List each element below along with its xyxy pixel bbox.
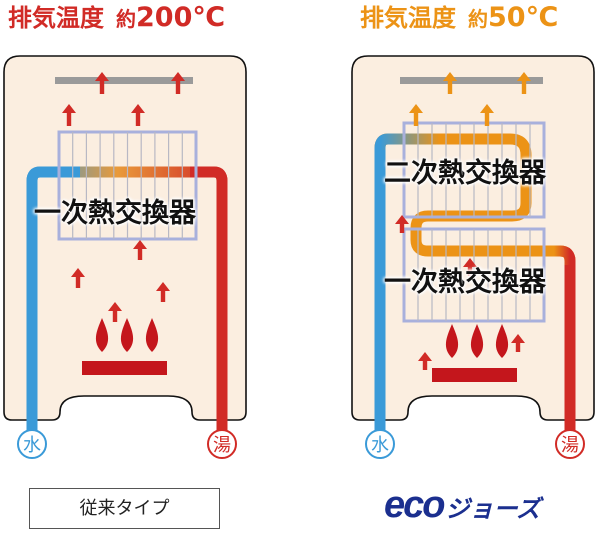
right-water-label: 水 — [371, 435, 389, 456]
burner-icon — [82, 361, 167, 375]
up-arrow-icon — [517, 72, 531, 94]
logo-suffix-text: ジョーズ — [445, 495, 541, 523]
up-arrow-icon — [131, 104, 145, 126]
left-title-prefix: 約 — [116, 7, 136, 31]
eco-jozu-logo: ecoジョーズ — [384, 484, 584, 530]
up-arrow-icon — [171, 72, 185, 94]
right-unit: 水 湯 — [351, 55, 595, 459]
right-title-main: 排気温度 — [360, 4, 456, 32]
up-arrow-icon — [108, 302, 122, 322]
left-hot-label: 湯 — [213, 435, 231, 456]
flow-arrows — [62, 72, 531, 370]
logo-eco-text: eco — [384, 484, 446, 526]
burner-icon — [432, 368, 517, 382]
up-arrow-icon — [409, 104, 423, 126]
right-exhaust-bar — [400, 77, 543, 84]
right-title: 排気温度約50℃ — [360, 0, 558, 36]
right-hot-label: 湯 — [561, 435, 579, 456]
up-arrow-icon — [443, 72, 457, 94]
up-arrow-icon — [480, 104, 494, 126]
right-title-prefix: 約 — [468, 7, 488, 31]
left-primary-exchanger — [57, 130, 198, 241]
left-water-label: 水 — [23, 435, 41, 456]
right-burner — [432, 324, 517, 382]
up-arrow-icon — [133, 240, 147, 260]
flame-icon — [495, 324, 509, 358]
conventional-type-label: 従来タイプ — [29, 488, 220, 529]
up-arrow-icon — [418, 352, 432, 370]
flame-icon — [470, 324, 484, 358]
left-burner — [82, 318, 167, 375]
flame-icon — [95, 318, 109, 352]
left-title: 排気温度約200℃ — [8, 0, 225, 36]
left-primary-exchanger-label: 一次熱交換器 — [34, 198, 196, 229]
right-water-badge — [365, 429, 395, 459]
right-title-temp: 50℃ — [488, 2, 559, 33]
right-primary-exchanger — [402, 227, 546, 323]
up-arrow-icon — [463, 258, 477, 276]
up-arrow-icon — [62, 104, 76, 126]
left-hot-badge — [207, 429, 237, 459]
left-title-temp: 200℃ — [136, 2, 226, 33]
right-hot-badge — [555, 429, 585, 459]
right-secondary-exchanger — [402, 121, 546, 219]
flame-icon — [445, 324, 459, 358]
right-unit-body — [351, 55, 595, 421]
up-arrow-icon — [511, 334, 525, 352]
flame-icon — [145, 318, 159, 352]
left-exhaust-bar — [55, 77, 193, 84]
right-secondary-exchanger-label: 二次熱交換器 — [384, 158, 546, 189]
left-title-main: 排気温度 — [8, 4, 104, 32]
up-arrow-icon — [71, 268, 85, 288]
up-arrow-icon — [156, 282, 170, 302]
left-unit: 水 湯 — [3, 55, 247, 459]
right-primary-exchanger-label: 一次熱交換器 — [384, 267, 546, 298]
up-arrow-icon — [95, 72, 109, 94]
left-water-badge — [17, 429, 47, 459]
flame-icon — [120, 318, 134, 352]
up-arrow-icon — [395, 215, 409, 233]
